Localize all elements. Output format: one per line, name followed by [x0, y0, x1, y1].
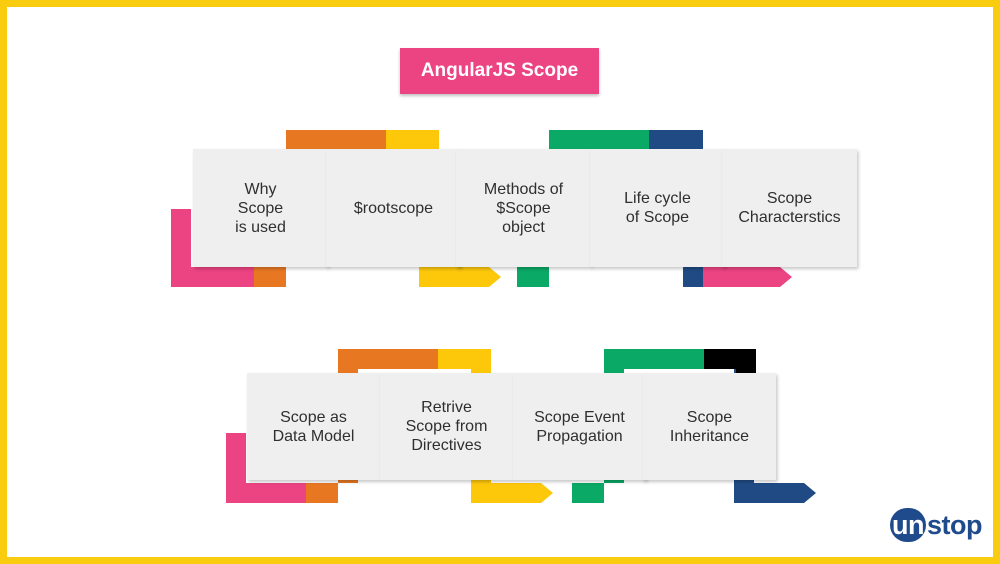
step-box	[643, 373, 776, 480]
step-label: Scope Characterstics	[738, 190, 841, 226]
step-box	[380, 373, 513, 480]
ribbon-row-2	[226, 349, 816, 503]
ribbon-segment	[226, 433, 320, 503]
step-label: Scope as Data Model	[272, 408, 355, 445]
logo-mark: un	[890, 508, 926, 542]
step-box	[513, 373, 646, 480]
step-label: Why Scope is used	[235, 180, 286, 236]
ribbon-row-1	[171, 130, 857, 287]
ribbon-segment	[438, 349, 553, 503]
logo-wordmark: stop	[927, 509, 983, 540]
step-box	[590, 149, 725, 267]
step-box	[247, 373, 380, 480]
step-label: Retrive Scope from Directives	[405, 399, 488, 454]
step-box	[326, 149, 461, 267]
ribbon-tail	[703, 210, 792, 287]
ribbon-segment	[386, 130, 501, 287]
step-box	[722, 149, 857, 267]
diagram-title: AngularJS Scope	[400, 48, 599, 94]
step-label: $rootscope	[353, 199, 434, 217]
step-label: Life cycle of Scope	[624, 190, 691, 226]
step-label: Methods of $Scope object	[483, 180, 564, 236]
step-box	[456, 149, 591, 267]
ribbon-segment	[171, 209, 268, 287]
step-label: Scope Inheritance	[669, 408, 750, 445]
step-box	[193, 149, 328, 267]
step-label: Scope Event Propagation	[534, 408, 625, 445]
